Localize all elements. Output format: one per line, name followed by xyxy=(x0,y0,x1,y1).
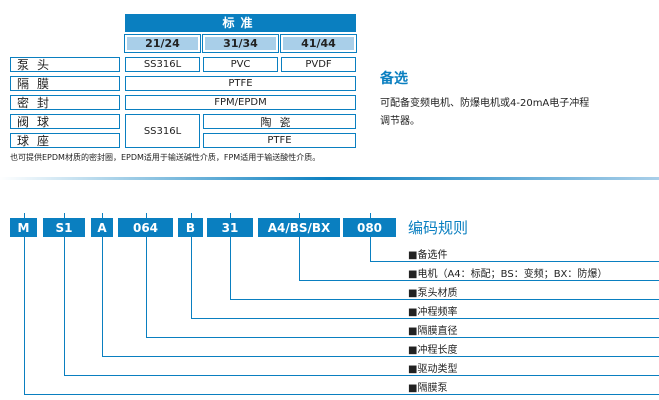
legend-label: 冲程频率 xyxy=(417,307,458,318)
code-segment: A xyxy=(91,218,113,237)
leader-line xyxy=(102,356,659,357)
row-label: 泵头 xyxy=(10,57,120,72)
tick xyxy=(191,213,192,218)
options-description-2: 调节器。 xyxy=(380,116,420,127)
code-segment: S1 xyxy=(43,218,85,237)
legend-label: 隔膜泵 xyxy=(417,383,448,394)
legend-label: 冲程长度 xyxy=(417,345,458,356)
code-segment: 064 xyxy=(118,218,173,237)
tick xyxy=(299,213,300,218)
legend-item: ■备选件 xyxy=(408,246,447,261)
leader-line xyxy=(191,318,659,319)
legend-label: 泵头材质 xyxy=(417,288,458,299)
table-header-standard: 标准 xyxy=(125,14,356,32)
leader-line xyxy=(230,299,659,300)
table-cell: PTFE xyxy=(125,76,356,91)
square-bullet-icon: ■ xyxy=(408,269,418,280)
code-segment: 080 xyxy=(343,218,396,237)
column-header: 31/34 xyxy=(202,34,279,53)
table-cell: PVDF xyxy=(281,57,356,72)
legend-item: ■驱动类型 xyxy=(408,360,457,375)
leader-line xyxy=(24,394,659,395)
square-bullet-icon: ■ xyxy=(408,288,418,299)
legend-label: 备选件 xyxy=(417,250,448,261)
table-cell: PTFE xyxy=(203,133,356,148)
legend-item: ■隔膜泵 xyxy=(408,379,447,394)
code-segment: B xyxy=(178,218,203,237)
square-bullet-icon: ■ xyxy=(408,364,418,375)
legend-item: ■冲程长度 xyxy=(408,341,457,356)
legend-item: ■泵头材质 xyxy=(408,284,457,299)
legend-item: ■隔膜直径 xyxy=(408,322,457,337)
tick xyxy=(146,213,147,218)
row-label: 阀球 xyxy=(10,114,120,129)
legend-label: 电机（A4：标配；BS：变频；BX：防爆） xyxy=(417,269,608,280)
square-bullet-icon: ■ xyxy=(408,345,418,356)
leader-line xyxy=(299,237,300,280)
code-segment: 31 xyxy=(207,218,253,237)
code-segment: M xyxy=(10,218,37,237)
table-note: 也可提供EPDM材质的密封圈，EPDM适用于输送碱性介质，FPM适用于输送酸性介… xyxy=(10,153,321,162)
row-label: 密封 xyxy=(10,95,120,110)
table-cell: PVC xyxy=(203,57,278,72)
table-cell: SS316L xyxy=(125,114,200,148)
legend-label: 隔膜直径 xyxy=(417,326,458,337)
leader-line xyxy=(146,337,659,338)
leader-line xyxy=(191,237,192,318)
leader-line xyxy=(370,237,371,261)
code-segment: A4/BS/BX xyxy=(258,218,340,237)
leader-line xyxy=(230,237,231,299)
options-title: 备选 xyxy=(380,71,408,87)
square-bullet-icon: ■ xyxy=(408,250,418,261)
tick xyxy=(370,213,371,218)
square-bullet-icon: ■ xyxy=(408,326,418,337)
table-cell: SS316L xyxy=(125,57,200,72)
square-bullet-icon: ■ xyxy=(408,383,418,394)
row-label: 球座 xyxy=(10,133,120,148)
square-bullet-icon: ■ xyxy=(408,307,418,318)
leader-line xyxy=(64,237,65,375)
divider xyxy=(0,177,659,180)
leader-line xyxy=(370,261,659,262)
legend-label: 驱动类型 xyxy=(417,364,458,375)
column-header: 41/44 xyxy=(280,34,357,53)
tick xyxy=(24,213,25,218)
tick xyxy=(64,213,65,218)
coding-title: 编码规则 xyxy=(408,219,469,237)
options-description-1: 可配备变频电机、防爆电机或4-20mA电子冲程 xyxy=(380,98,590,109)
leader-line xyxy=(146,237,147,337)
tick xyxy=(102,213,103,218)
legend-item: ■冲程频率 xyxy=(408,303,457,318)
leader-line xyxy=(64,375,659,376)
column-header: 21/24 xyxy=(124,34,201,53)
leader-line xyxy=(299,280,659,281)
row-label: 隔膜 xyxy=(10,76,120,91)
table-cell: 陶瓷 xyxy=(203,114,356,129)
leader-line xyxy=(24,237,25,394)
legend-item: ■电机（A4：标配；BS：变频；BX：防爆） xyxy=(408,265,607,280)
tick xyxy=(230,213,231,218)
leader-line xyxy=(102,237,103,356)
table-cell: FPM/EPDM xyxy=(125,95,356,110)
